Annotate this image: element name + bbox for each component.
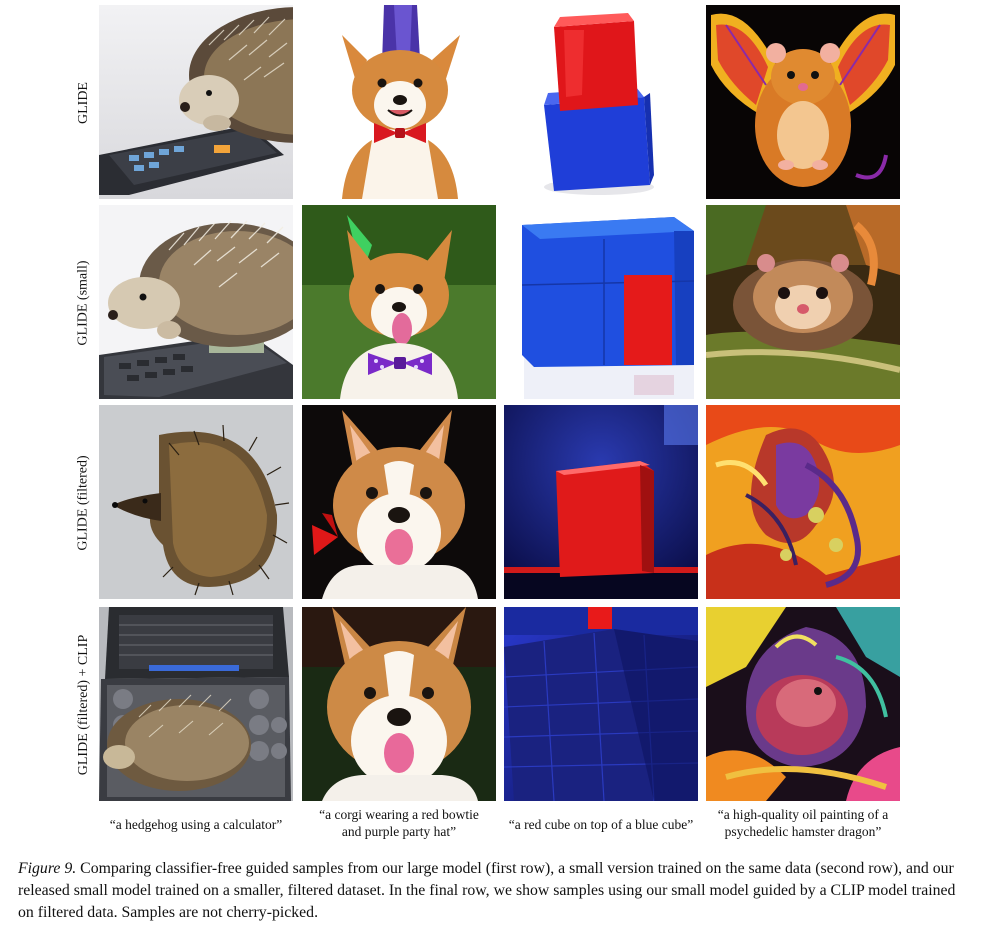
sample-image-glide-filtered-hedgehog — [99, 405, 293, 599]
figure-caption-text: Comparing classifier-free guided samples… — [18, 860, 956, 921]
prompt-line: “a hedgehog using a calculator” — [109, 817, 283, 832]
sample-image-glide-filtered-clip-cubes — [504, 607, 698, 801]
sample-image-glide-filtered-corgi — [302, 405, 496, 599]
prompt-line: “a red cube on top of a blue cube” — [508, 817, 694, 832]
sample-image-glide-small-hamster-dragon — [706, 205, 900, 399]
row-label-text: GLIDE — [76, 82, 91, 124]
prompt-line: “a high-quality oil painting of a — [717, 807, 889, 822]
sample-image-glide-hamster-dragon — [706, 5, 900, 199]
prompt-line: and purple party hat” — [341, 824, 457, 839]
sample-image-glide-hedgehog — [99, 5, 293, 199]
figure-label: Figure 9. — [18, 860, 77, 877]
sample-image-glide-filtered-clip-corgi — [302, 607, 496, 801]
figure-caption: Figure 9. Comparing classifier-free guid… — [18, 858, 973, 924]
row-label-text: GLIDE (filtered) + CLIP — [76, 634, 91, 776]
prompt-caption-cubes: “a red cube on top of a blue cube” — [504, 816, 698, 833]
sample-image-glide-filtered-hamster-dragon — [706, 405, 900, 599]
sample-image-glide-small-hedgehog — [99, 205, 293, 399]
prompt-caption-hedgehog: “a hedgehog using a calculator” — [99, 816, 293, 833]
row-label-text: GLIDE (filtered) — [76, 455, 92, 551]
sample-image-glide-small-cubes — [504, 205, 698, 399]
sample-image-glide-filtered-clip-hedgehog — [99, 607, 293, 801]
sample-image-glide-small-corgi — [302, 205, 496, 399]
prompt-line: psychedelic hamster dragon” — [724, 824, 882, 839]
prompt-caption-hamster-dragon: “a high-quality oil painting of a psyche… — [706, 806, 900, 840]
prompt-line: “a corgi wearing a red bowtie — [319, 807, 479, 822]
sample-image-glide-corgi — [302, 5, 496, 199]
prompt-caption-corgi: “a corgi wearing a red bowtie and purple… — [302, 806, 496, 840]
sample-image-glide-filtered-clip-hamster-dragon — [706, 607, 900, 801]
sample-image-glide-cubes — [504, 5, 698, 199]
sample-image-glide-filtered-cubes — [504, 405, 698, 599]
row-label-text: GLIDE (small) — [76, 260, 91, 346]
